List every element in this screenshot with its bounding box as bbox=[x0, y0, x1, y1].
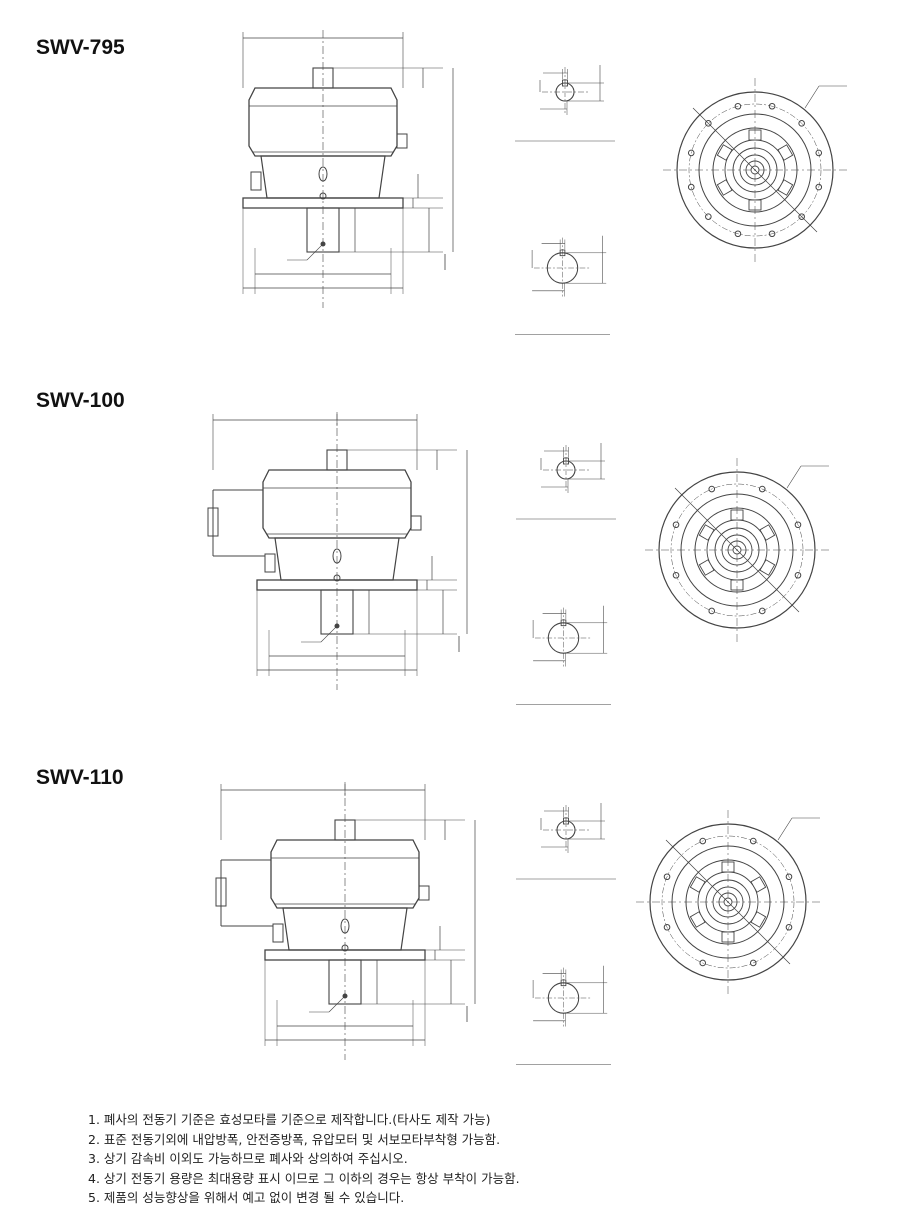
gear-lobe bbox=[759, 524, 776, 541]
input-shaft-detail-0 bbox=[515, 65, 615, 142]
model-title-swv-100: SWV-100 bbox=[36, 389, 125, 412]
front-view-2 bbox=[215, 782, 476, 1060]
pitch-circle bbox=[670, 483, 804, 617]
bolt-hole bbox=[699, 959, 707, 967]
bolt-hole bbox=[768, 230, 776, 238]
motor-housing bbox=[248, 87, 398, 157]
bolt-hole bbox=[815, 183, 823, 191]
output-shaft bbox=[328, 959, 362, 1005]
bolt-hole bbox=[749, 837, 757, 845]
sight-glass bbox=[332, 548, 342, 564]
drain-plug bbox=[341, 944, 349, 952]
output-shaft-detail-2 bbox=[516, 965, 612, 1065]
bolt-hole bbox=[687, 183, 695, 191]
model-title-swv-795: SWV-795 bbox=[36, 36, 125, 59]
note-item: 2. 표준 전동기외에 내압방폭, 안전증방폭, 유압모터 및 서보모타부착형 … bbox=[88, 1131, 501, 1147]
plan-view-1 bbox=[645, 458, 829, 642]
bolt-hole bbox=[798, 120, 805, 127]
gear-lobe bbox=[759, 559, 776, 576]
output-shaft-detail-1 bbox=[516, 605, 612, 705]
input-shaft-detail-1 bbox=[516, 443, 616, 520]
pitch-circle bbox=[661, 835, 795, 969]
bolt-hole bbox=[734, 230, 742, 238]
gear-lobe bbox=[689, 911, 706, 928]
bolt-hole bbox=[815, 149, 823, 157]
gear-lobe bbox=[777, 179, 794, 196]
note-item: 1. 폐사의 전동기 기준은 효성모타를 기준으로 제작합니다.(타사도 제작 … bbox=[88, 1112, 491, 1127]
bolt-hole bbox=[708, 485, 716, 493]
piping-fitting bbox=[215, 877, 227, 907]
gear-lobe bbox=[777, 144, 794, 161]
front-view-0 bbox=[242, 30, 454, 308]
motor-housing bbox=[262, 469, 412, 539]
bolt-hole bbox=[663, 923, 671, 931]
sight-glass bbox=[318, 166, 328, 182]
notes-list: 1. 폐사의 전동기 기준은 효성모타를 기준으로 제작합니다.(타사도 제작 … bbox=[88, 1110, 788, 1208]
note-item: 4. 상기 전동기 용량은 최대용량 표시 이므로 그 이하의 경우는 항상 부… bbox=[88, 1170, 520, 1186]
bolt-hole bbox=[687, 149, 695, 157]
gear-lobe bbox=[750, 911, 767, 928]
pitch-circle bbox=[688, 103, 822, 237]
output-shaft-detail-0 bbox=[515, 235, 611, 335]
bolt-hole bbox=[758, 485, 766, 493]
gear-lobe bbox=[716, 179, 733, 196]
terminal-box bbox=[410, 515, 422, 531]
model-title-swv-110: SWV-110 bbox=[36, 766, 124, 789]
gear-lobe bbox=[698, 559, 715, 576]
bolt-hole bbox=[768, 102, 776, 110]
output-shaft bbox=[320, 589, 354, 635]
bolt-hole bbox=[705, 213, 712, 220]
gear-lobe bbox=[750, 876, 767, 893]
input-shaft-detail-2 bbox=[516, 803, 616, 880]
bolt-hole bbox=[699, 837, 707, 845]
note-item: 3. 상기 감속비 이외도 가능하므로 폐사와 상의하여 주십시오. bbox=[88, 1151, 408, 1166]
note-item: 5. 제품의 성능향상을 위해서 예고 없이 변경 될 수 있습니다. bbox=[88, 1190, 405, 1205]
bolt-hole bbox=[794, 571, 802, 579]
bolt-hole bbox=[672, 571, 680, 579]
gear-lobe bbox=[689, 876, 706, 893]
bolt-hole bbox=[663, 873, 671, 881]
output-shaft bbox=[306, 207, 340, 253]
oil-gauge bbox=[272, 923, 284, 943]
oil-gauge bbox=[250, 171, 262, 191]
oil-gauge bbox=[264, 553, 276, 573]
terminal-box bbox=[418, 885, 430, 901]
flange-outer-circle bbox=[649, 823, 807, 981]
front-view-1 bbox=[207, 412, 468, 690]
motor-housing bbox=[270, 839, 420, 909]
plan-view-0 bbox=[663, 78, 847, 262]
drain-plug bbox=[333, 574, 341, 582]
flange-outer-circle bbox=[658, 471, 816, 629]
bolt-hole bbox=[749, 959, 757, 967]
bolt-hole bbox=[785, 923, 793, 931]
bolt-hole bbox=[785, 873, 793, 881]
bolt-hole bbox=[672, 521, 680, 529]
sight-glass bbox=[340, 918, 350, 934]
bolt-hole bbox=[705, 120, 712, 127]
piping-fitting bbox=[207, 507, 219, 537]
bolt-hole bbox=[794, 521, 802, 529]
terminal-box bbox=[396, 133, 408, 149]
bolt-hole bbox=[758, 607, 766, 615]
bolt-hole bbox=[708, 607, 716, 615]
bolt-hole bbox=[734, 102, 742, 110]
gear-lobe bbox=[698, 524, 715, 541]
gear-lobe bbox=[716, 144, 733, 161]
bolt-hole bbox=[798, 213, 805, 220]
drain-plug bbox=[319, 192, 327, 200]
flange-outer-circle bbox=[676, 91, 834, 249]
plan-view-2 bbox=[636, 810, 820, 994]
